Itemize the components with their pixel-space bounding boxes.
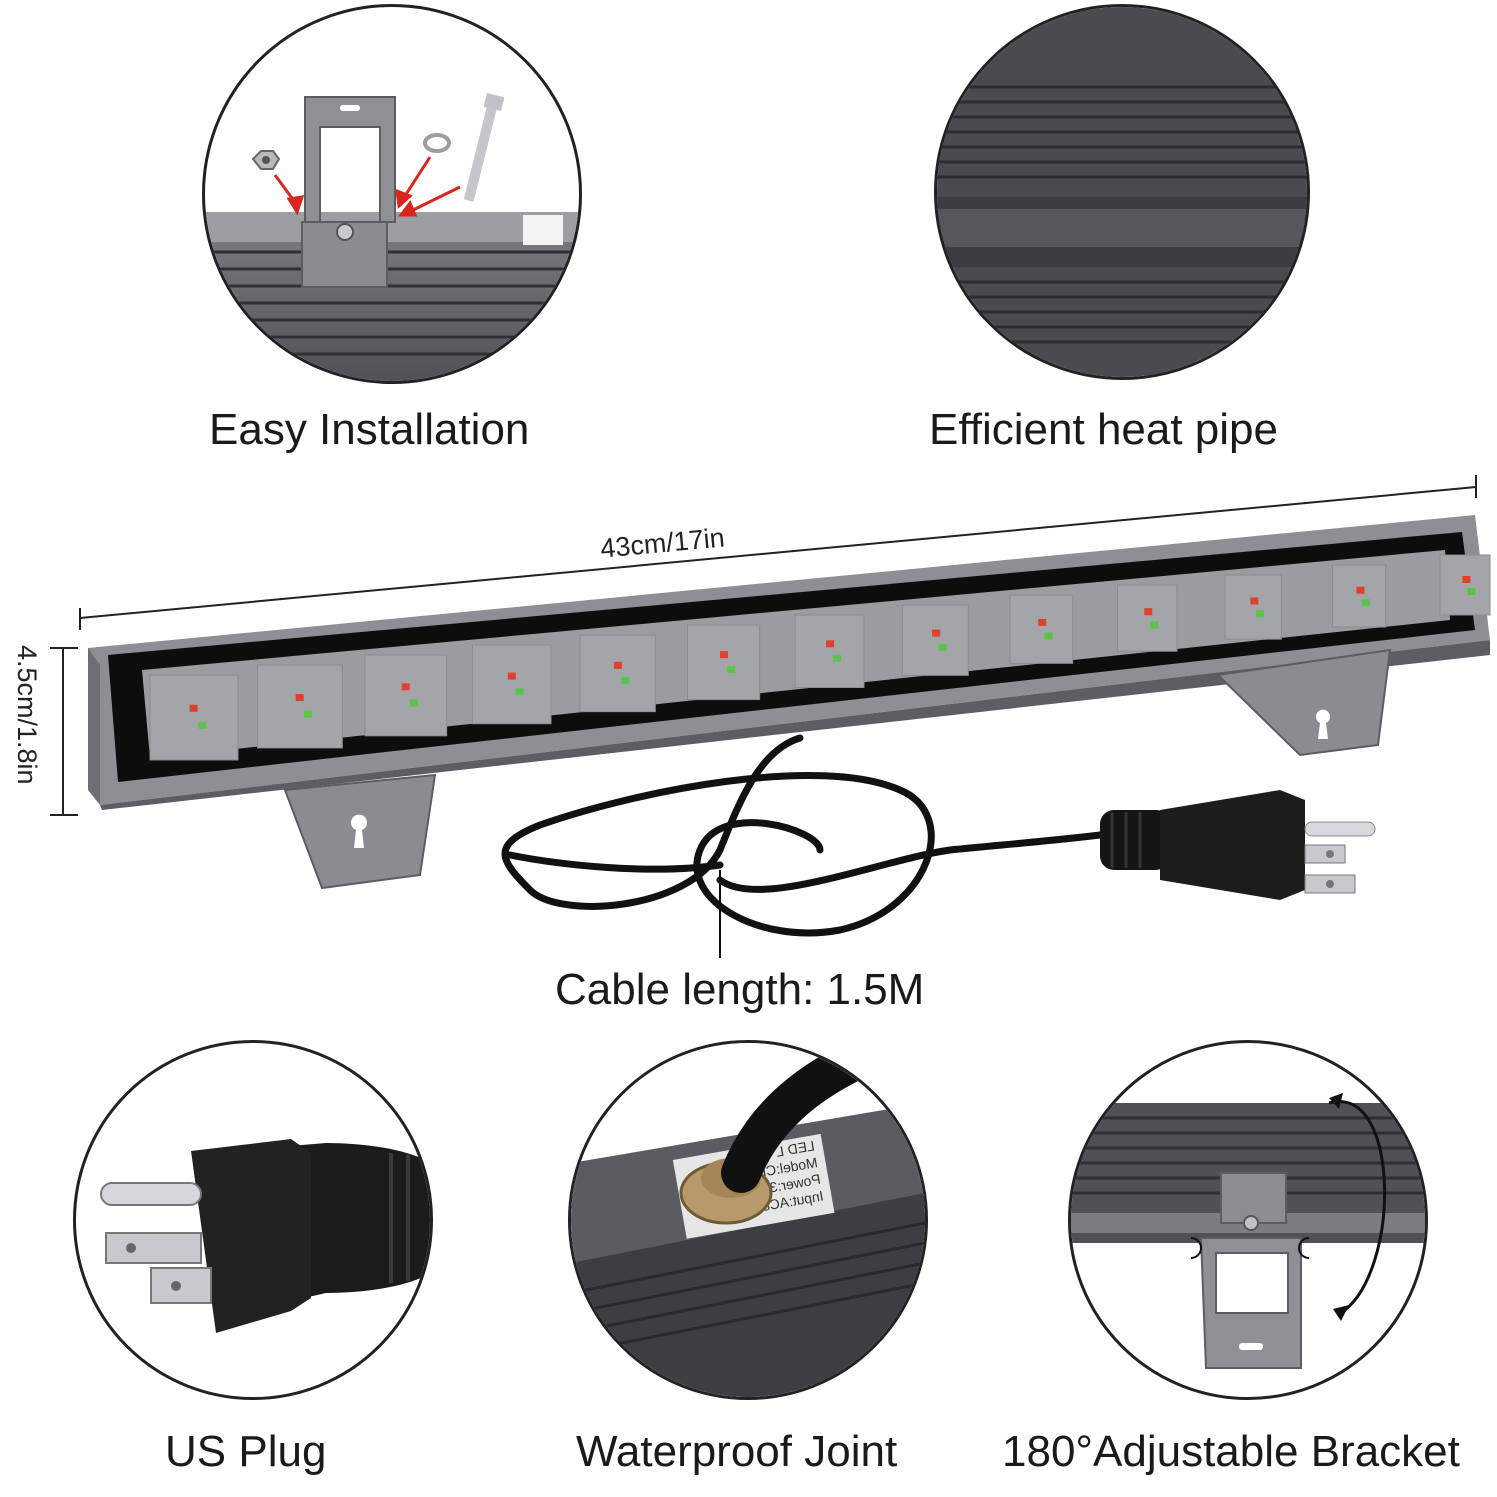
led-red (1038, 618, 1047, 626)
led-green (938, 643, 947, 651)
led-red (295, 694, 304, 702)
us-plug-circle (73, 1040, 433, 1400)
bracket-install-illustration (205, 93, 579, 381)
cable-length-caption: Cable length: 1.5M (555, 965, 925, 1014)
led-red (507, 672, 516, 680)
power-cable (501, 734, 1104, 937)
easy-installation-circle (202, 4, 582, 384)
led-red (401, 683, 410, 691)
led-red (189, 704, 198, 712)
led-green (515, 688, 524, 696)
led-green (1467, 588, 1476, 595)
length-label: 43cm/17in (599, 522, 726, 563)
led-cell (257, 664, 343, 749)
led-red (719, 651, 728, 659)
led-green (304, 710, 313, 718)
length-dimension-line (79, 475, 1477, 630)
led-red (826, 640, 835, 648)
waterproof-joint-caption: Waterproof Joint (576, 1427, 898, 1476)
led-green (1150, 621, 1159, 629)
led-red (1144, 608, 1153, 616)
height-dimension-line (50, 647, 78, 816)
led-cell (472, 644, 552, 725)
product-diagram: 43cm/17in 4.5cm/1.8in (12, 475, 1491, 958)
led-cell (687, 624, 761, 701)
led-cell (149, 674, 239, 761)
joint-closeup-illustration: LED L Model:CHX-F Power:30W Input:AC85 (571, 1043, 925, 1397)
bracket-rotation-illustration (1071, 1093, 1425, 1369)
led-green (621, 677, 630, 685)
led-green (1255, 610, 1264, 618)
plug-closeup-illustration (100, 1139, 430, 1333)
led-green (1361, 599, 1370, 607)
heat-pipe-caption: Efficient heat pipe (929, 405, 1278, 454)
led-cell (902, 604, 969, 676)
led-cell (1117, 584, 1178, 652)
led-cell (1009, 594, 1074, 664)
adjustable-bracket-caption: 180°Adjustable Bracket (1002, 1427, 1460, 1476)
left-mount-bracket (283, 773, 437, 890)
led-cells (149, 554, 1491, 761)
led-red (1462, 576, 1471, 583)
led-red (1356, 586, 1365, 594)
led-green (1044, 632, 1053, 640)
right-mount-bracket (1215, 648, 1392, 757)
label-line1: LED L (775, 1137, 816, 1160)
led-green (198, 721, 207, 729)
heat-fin-illustration (937, 7, 1307, 377)
us-plug-caption: US Plug (165, 1427, 327, 1476)
led-cell (579, 634, 656, 713)
height-label: 4.5cm/1.8in (12, 645, 42, 785)
led-red (1250, 597, 1259, 605)
waterproof-joint-circle: LED L Model:CHX-F Power:30W Input:AC85 (568, 1040, 928, 1400)
led-cell (364, 654, 448, 737)
led-cell (794, 614, 865, 688)
adjustable-bracket-circle (1068, 1040, 1428, 1400)
led-cell (1332, 564, 1387, 628)
led-green (727, 666, 736, 674)
led-cell (1439, 554, 1491, 616)
led-red (932, 629, 941, 637)
led-cell (1224, 574, 1282, 640)
led-green (409, 699, 418, 707)
easy-installation-caption: Easy Installation (209, 405, 530, 454)
heat-pipe-circle (934, 4, 1310, 380)
led-green (832, 654, 841, 662)
power-plug (1100, 790, 1376, 900)
led-red (613, 661, 622, 669)
